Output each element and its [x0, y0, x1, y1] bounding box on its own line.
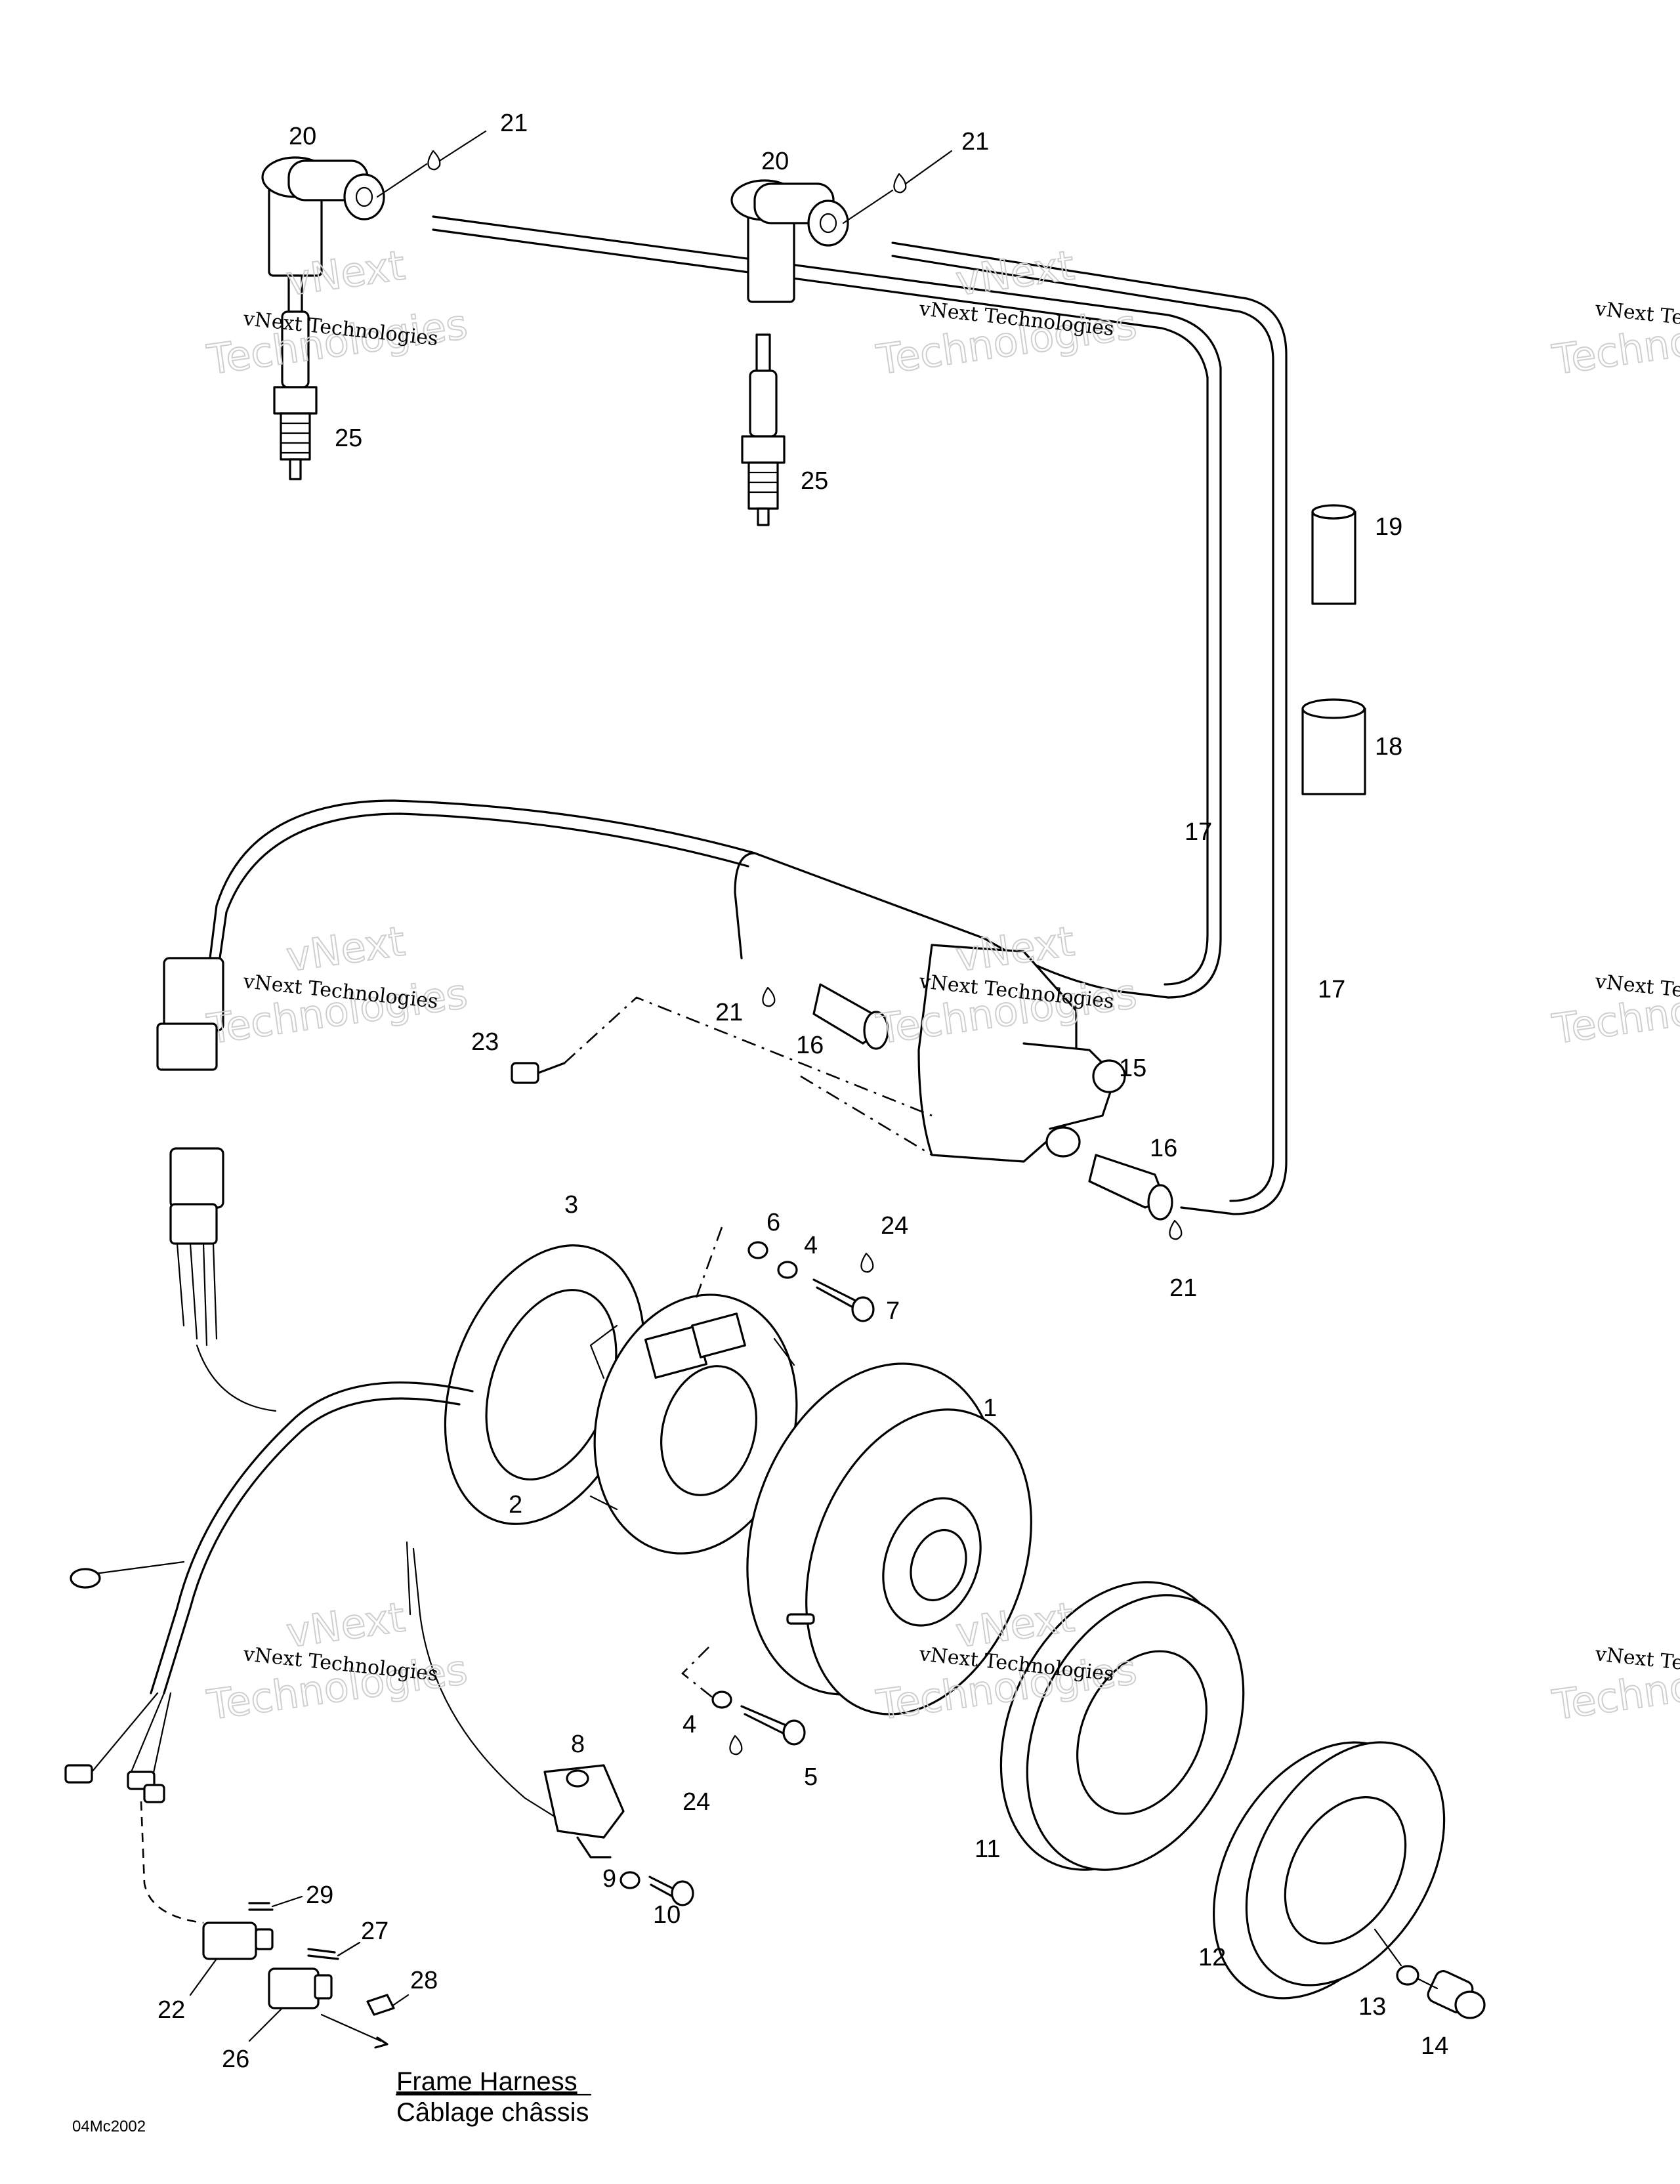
- svg-text:vNext: vNext: [953, 241, 1078, 304]
- spark-plug-cap-left: [261, 156, 385, 277]
- svg-text:vNext: vNext: [284, 1593, 408, 1656]
- callout-25: 25: [801, 467, 828, 495]
- callout-16: 16: [796, 1032, 824, 1059]
- callout-26: 26: [222, 2046, 249, 2073]
- callout-14: 14: [1421, 2032, 1448, 2060]
- terminal-29: [248, 1902, 274, 1911]
- svg-text:vNext: vNext: [953, 917, 1078, 980]
- callout-8: 8: [571, 1731, 585, 1758]
- callout-3: 3: [564, 1191, 578, 1219]
- screw-7-set: [747, 1241, 875, 1322]
- main-wiring-harness: [64, 1344, 579, 1924]
- spark-plug-cap-right: [730, 179, 849, 303]
- callout-1: 1: [983, 1395, 997, 1422]
- wire-boot-lower: [1088, 1154, 1173, 1221]
- callout-5: 5: [804, 1763, 818, 1791]
- callout-4: 4: [682, 1711, 696, 1738]
- high-tension-wire: [432, 215, 1288, 1215]
- grease-drop-icons: [427, 150, 1183, 1755]
- stator: [589, 1293, 798, 1555]
- callout-2: 2: [509, 1491, 522, 1519]
- callout-20: 20: [761, 148, 789, 175]
- wire-boot-upper: [812, 983, 889, 1050]
- callout-23: 23: [471, 1028, 499, 1056]
- washer-13: [1396, 1965, 1419, 1986]
- callout-22: 22: [158, 1996, 185, 2024]
- ring-gear: [999, 1581, 1245, 1871]
- spark-plug-left: [273, 274, 318, 480]
- callout-7: 7: [886, 1297, 900, 1325]
- connector-26: [268, 1967, 333, 2009]
- spark-plug-right: [741, 333, 786, 526]
- callout-4: 4: [804, 1232, 818, 1259]
- callout-21: 21: [961, 128, 989, 156]
- starter-cup: [1213, 1741, 1446, 2000]
- callout-12: 12: [1198, 1944, 1226, 1971]
- callout-24: 24: [682, 1788, 710, 1816]
- callout-20: 20: [289, 123, 316, 150]
- callout-10: 10: [653, 1901, 681, 1929]
- terminal-27: [307, 1948, 339, 1960]
- screw-10-set: [620, 1871, 694, 1906]
- callout-21: 21: [715, 999, 743, 1026]
- callout-25: 25: [335, 425, 362, 452]
- flywheel: [746, 1362, 1032, 1715]
- callout-6: 6: [766, 1209, 780, 1236]
- trigger-coil: [543, 1764, 625, 1858]
- callout-9: 9: [602, 1865, 616, 1893]
- callout-21: 21: [500, 110, 528, 137]
- callout-17: 17: [1318, 976, 1345, 1003]
- callout-29: 29: [306, 1881, 333, 1909]
- sleeve-19: [1311, 504, 1356, 605]
- caption-cablage-chassis: Câblage châssis: [396, 2098, 589, 2127]
- callout-15: 15: [1119, 1055, 1146, 1082]
- nut-14: [1427, 1970, 1486, 2019]
- caption-frame-harness: Frame Harness: [396, 2067, 578, 2096]
- screw-5-set: [711, 1690, 806, 1746]
- callout-28: 28: [410, 1967, 438, 1994]
- callout-24: 24: [881, 1212, 908, 1240]
- callout-21: 21: [1169, 1274, 1197, 1302]
- coil-wire-harness: [156, 799, 756, 1347]
- svg-text:vNext: vNext: [284, 917, 408, 980]
- ignition-coil: [917, 944, 1126, 1163]
- callout-17: 17: [1185, 818, 1212, 846]
- callout-27: 27: [361, 1918, 388, 1945]
- callout-18: 18: [1375, 733, 1402, 761]
- clip-28: [366, 1994, 395, 2016]
- screw-23: [511, 1062, 566, 1084]
- callout-labels: 20 21 20 21 25 25 19 18 17 17 21 16 23 1…: [158, 110, 1448, 2073]
- callout-19: 19: [1375, 513, 1402, 541]
- callout-11: 11: [975, 1836, 1000, 1863]
- figure-reference: 04Mc2002: [72, 2118, 146, 2135]
- sleeve-18: [1301, 698, 1366, 795]
- callout-16: 16: [1150, 1135, 1177, 1162]
- connector-22: [202, 1922, 274, 1960]
- callout-13: 13: [1358, 1993, 1386, 2021]
